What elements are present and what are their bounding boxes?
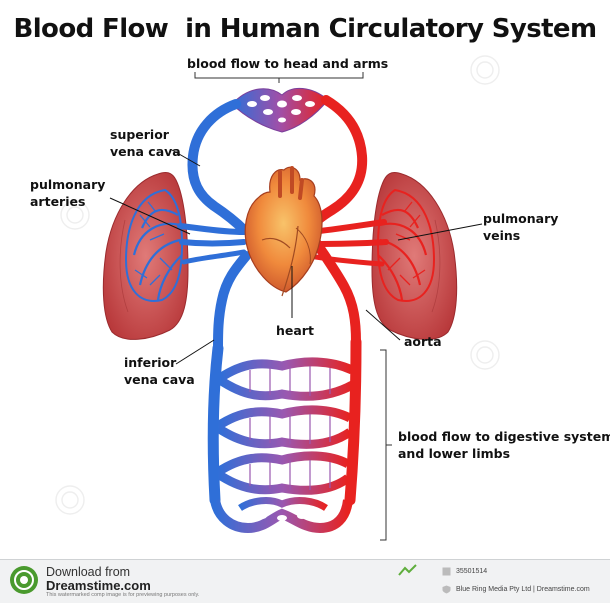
label-aorta: aorta [404, 334, 442, 349]
leader-pulmonary-veins [397, 223, 483, 241]
diagram-title: Blood Flow in Human Circulatory System [13, 14, 598, 44]
label-digestive-lower-limbs: blood flow to digestive system and lower… [398, 429, 610, 461]
footer-watermark-note: This watermarked comp image is for previ… [46, 592, 200, 598]
label-inferior-vena-cava: inferior vena cava [124, 355, 195, 387]
loop-4-capillaries [257, 513, 307, 521]
label-pulmonary-veins: pulmonary veins [483, 211, 559, 243]
vein-system [177, 99, 251, 506]
label-superior-vena-cava: superior vena cava [110, 127, 181, 159]
footer-image-id: 35501514 [456, 568, 488, 575]
watermark [55, 55, 500, 515]
capillary-bed-head [231, 87, 329, 133]
leader-superior-vena-cava [171, 149, 201, 167]
footer-credit: Blue Ring Media Pty Ltd | Dreamstime.com [456, 586, 590, 593]
heart [244, 166, 323, 297]
leader-lines [109, 149, 483, 365]
id-icon [442, 567, 451, 576]
loop-2-capillaries [257, 425, 336, 431]
label-head-arms: blood flow to head and arms [187, 56, 389, 71]
leader-aorta [365, 309, 401, 341]
right-lung [371, 171, 458, 340]
footer-download: Download from Dreamstime.com [46, 565, 151, 593]
digestive-bracket [380, 349, 392, 541]
head-arms-bracket [194, 72, 364, 83]
label-pulmonary-arteries: pulmonary arteries [30, 177, 106, 209]
watermark-footer [0, 559, 610, 603]
left-lung [102, 171, 189, 340]
footer-site: Dreamstime.com [46, 578, 151, 593]
leader-pulmonary-arteries [109, 197, 191, 235]
dreamstime-logo-icon [10, 566, 38, 594]
leader-inferior-vena-cava [175, 339, 215, 365]
chart-icon [398, 564, 417, 576]
lower-loops [210, 357, 357, 534]
label-heart: heart [276, 323, 314, 338]
loop-3-capillaries [257, 471, 336, 477]
shield-icon [442, 585, 451, 594]
